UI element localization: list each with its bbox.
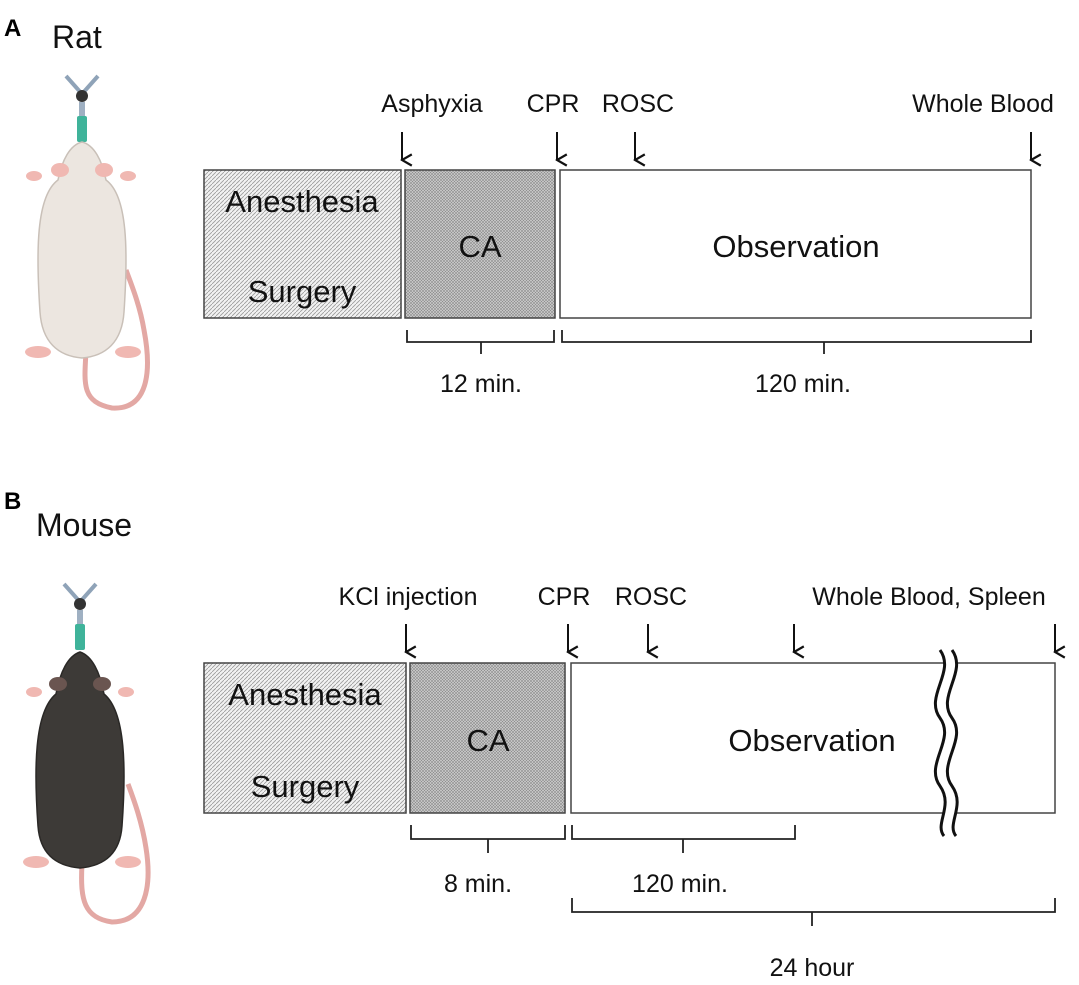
brace-observation-duration-b xyxy=(571,825,796,853)
event-label-kcl-injection: KCl injection xyxy=(339,583,478,611)
phase-box-ca xyxy=(404,169,556,319)
brace-total-duration xyxy=(571,898,1056,926)
phase-box-observation xyxy=(559,169,1032,319)
phase-box-anesthesia-b xyxy=(203,662,407,814)
event-label-asphyxia: Asphyxia xyxy=(381,90,483,118)
mouse-illustration xyxy=(23,582,151,925)
event-label-rosc: ROSC xyxy=(602,90,674,118)
event-label-whole-blood: Whole Blood xyxy=(912,90,1054,118)
duration-label-observation-b: 120 min. xyxy=(632,870,728,898)
panel-label-a: A xyxy=(4,15,21,42)
phase-box-ca-b xyxy=(409,662,566,814)
break-mark-icon xyxy=(933,645,959,841)
phase-label-surgery-b: Surgery xyxy=(251,769,360,804)
catheter-icon xyxy=(62,582,98,650)
brace-ca-duration xyxy=(406,330,555,354)
duration-label-ca-b: 8 min. xyxy=(444,870,512,898)
phase-label-ca-b: CA xyxy=(466,723,509,758)
event-label-cpr-b: CPR xyxy=(538,583,591,611)
catheter-icon xyxy=(64,74,100,142)
species-label-mouse: Mouse xyxy=(36,507,132,543)
duration-label-observation: 120 min. xyxy=(755,370,851,398)
phase-box-anesthesia xyxy=(203,169,402,319)
event-label-cpr: CPR xyxy=(527,90,580,118)
phase-box-observation-b xyxy=(570,662,1056,814)
phase-label-ca: CA xyxy=(458,229,501,264)
species-label-rat: Rat xyxy=(52,19,102,55)
duration-label-total: 24 hour xyxy=(770,954,855,982)
brace-ca-duration-b xyxy=(410,825,566,853)
rat-illustration xyxy=(25,74,150,411)
phase-label-surgery: Surgery xyxy=(248,274,357,309)
panel-label-b: B xyxy=(4,488,21,515)
event-label-rosc-b: ROSC xyxy=(615,583,687,611)
event-label-whole-blood-spleen: Whole Blood, Spleen xyxy=(812,583,1045,611)
phase-label-anesthesia-b: Anesthesia xyxy=(228,677,382,712)
phase-label-observation-b: Observation xyxy=(728,723,895,758)
phase-label-observation: Observation xyxy=(712,229,879,264)
duration-label-ca: 12 min. xyxy=(440,370,522,398)
brace-observation-duration xyxy=(561,330,1032,354)
phase-label-anesthesia: Anesthesia xyxy=(225,184,379,219)
